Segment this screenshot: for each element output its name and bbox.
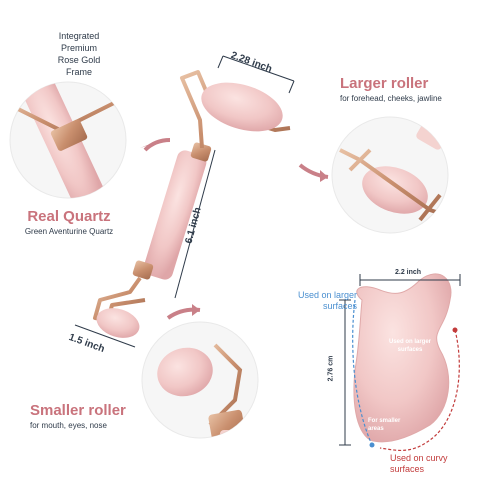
inner-larger-line1: Used on larger — [388, 339, 431, 345]
frame-caption-line3: Rose Gold — [57, 55, 101, 65]
used-curvy-line1: Used on curvy — [390, 453, 448, 463]
inner-smaller-line2: areas — [368, 426, 384, 432]
frame-caption-line4: Frame — [65, 67, 92, 77]
larger-roller-closeup-circle — [331, 116, 449, 234]
smaller-roller-caption: Smaller roller for mouth, eyes, nose — [30, 402, 170, 431]
smaller-roller-closeup-circle — [141, 321, 259, 439]
quartz-subtitle: Green Aventurine Quartz — [24, 227, 114, 236]
larger-roller-caption: Larger roller for forehead, cheeks, jawl… — [340, 75, 490, 104]
length-label: 6.1 inch — [175, 206, 212, 245]
face-roller — [93, 70, 291, 338]
gua-height-label: 2.76 cm — [318, 356, 344, 382]
inner-smaller-caption: For smaller areas — [368, 417, 418, 433]
used-larger-caption: Used on larger surfaces — [262, 290, 357, 312]
larger-roller-subtitle: for forehead, cheeks, jawline — [340, 94, 442, 103]
small-width-label: 1.5 inch — [67, 332, 106, 355]
top-width-label: 2.28 inch — [229, 50, 273, 75]
gua-width-label: 2.2 inch — [395, 269, 422, 276]
inner-larger-line2: surfaces — [397, 347, 423, 353]
gua-sha-usage-curves — [352, 299, 460, 451]
smaller-roller-subtitle: for mouth, eyes, nose — [30, 421, 107, 430]
quartz-caption: Real Quartz Green Aventurine Quartz — [14, 208, 124, 237]
used-larger-line1: Used on larger — [297, 290, 357, 300]
curvy-marker-dot — [452, 327, 458, 333]
smaller-roller-title: Smaller roller — [30, 402, 126, 419]
inner-smaller-line1: For smaller — [368, 418, 401, 424]
larger-marker-dot — [369, 442, 375, 448]
dimension-lines — [74, 55, 295, 348]
gua-sha-stone — [353, 273, 452, 443]
gua-sha-dimensions — [339, 274, 461, 446]
frame-caption-line2: Premium — [60, 43, 97, 53]
pointer-arrows — [140, 138, 329, 320]
quartz-closeup-circle — [9, 81, 127, 199]
frame-caption-line1: Integrated — [58, 31, 100, 41]
quartz-title: Real Quartz — [27, 208, 111, 225]
frame-caption: Integrated Premium Rose Gold Frame — [40, 30, 118, 78]
inner-larger-caption: Used on larger surfaces — [380, 338, 440, 354]
used-curvy-line2: surfaces — [390, 464, 425, 474]
used-larger-line2: surfaces — [322, 301, 357, 311]
gua-height-text: 2.76 cm — [327, 355, 335, 382]
larger-roller-title: Larger roller — [340, 75, 429, 92]
used-curvy-caption: Used on curvy surfaces — [390, 453, 490, 475]
